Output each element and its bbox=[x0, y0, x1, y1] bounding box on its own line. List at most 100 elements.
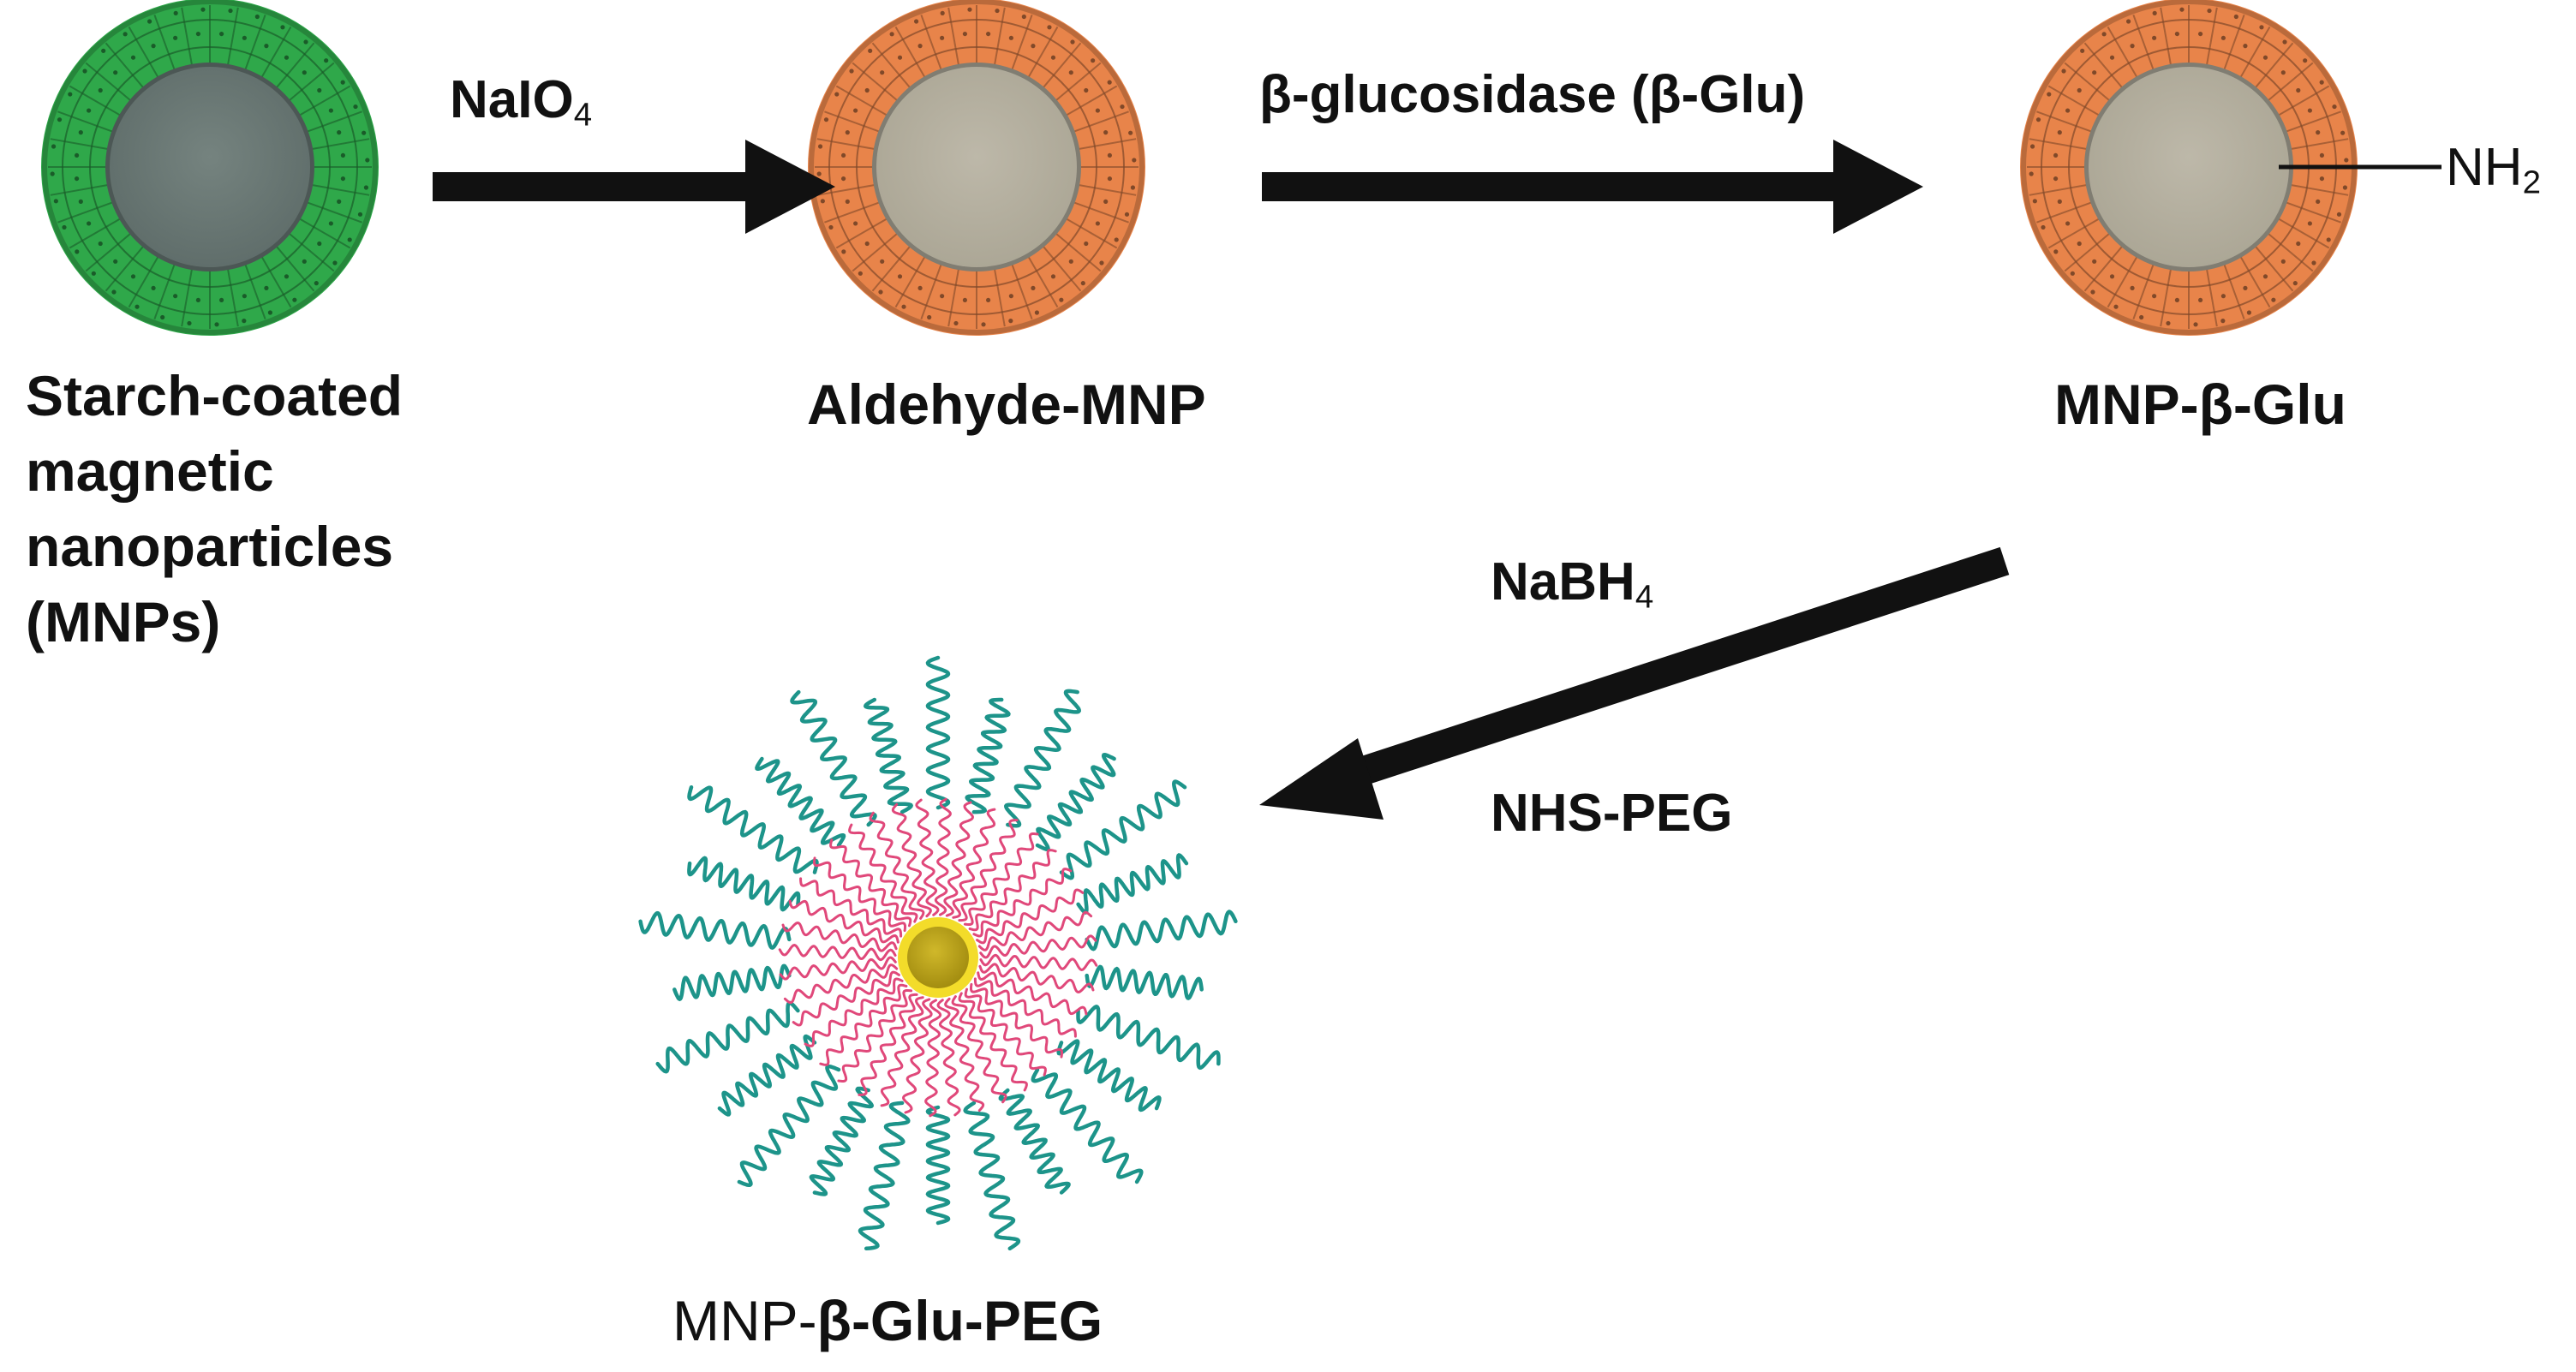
starch-mnp-label: Starch-coated magnetic nanoparticles (MN… bbox=[26, 358, 403, 659]
aldehyde-mnp-label: Aldehyde-MNP bbox=[807, 373, 1206, 436]
reagent-nhs-peg: NHS-PEG bbox=[1491, 784, 1733, 843]
peg-chain bbox=[1056, 1039, 1162, 1113]
linker-chain bbox=[977, 971, 1088, 1016]
starch-label-line-1: Starch-coated bbox=[26, 364, 403, 427]
linker-chain bbox=[779, 956, 897, 981]
peg-chain bbox=[687, 856, 801, 912]
starch-label-line-2: magnetic bbox=[26, 439, 274, 503]
linker-chain bbox=[799, 877, 903, 938]
peg-chain bbox=[655, 1000, 800, 1074]
peg-chain bbox=[1076, 853, 1189, 915]
linker-chain bbox=[936, 999, 961, 1117]
peg-core bbox=[907, 927, 969, 988]
nh2-main: NH bbox=[2446, 138, 2523, 197]
arrow-step3 bbox=[1259, 546, 2010, 820]
linker-chain bbox=[958, 992, 1028, 1092]
peg-chain bbox=[717, 1034, 817, 1117]
peg-chain bbox=[863, 697, 913, 814]
peg-label-bold: β-Glu-PEG bbox=[816, 1289, 1103, 1352]
linker-chain bbox=[848, 823, 918, 923]
linker-chain bbox=[792, 970, 900, 1027]
peg-chain bbox=[925, 655, 951, 810]
linker-chain bbox=[788, 899, 900, 944]
peg-chain bbox=[1085, 964, 1204, 1000]
linker-chain bbox=[778, 944, 897, 962]
naio4-subscript: 4 bbox=[573, 96, 593, 134]
nabh4-main: NaBH bbox=[1491, 552, 1635, 611]
linker-chain bbox=[970, 982, 1063, 1059]
peg-chain bbox=[1085, 910, 1238, 951]
peg-chain bbox=[672, 963, 792, 1002]
peg-label-prefix: MNP- bbox=[672, 1289, 817, 1352]
mnp-beta-glu-label: MNP-β-Glu bbox=[2054, 373, 2346, 436]
linker-chain bbox=[880, 996, 924, 1107]
linker-chain bbox=[837, 989, 913, 1083]
peg-chain bbox=[1031, 1067, 1144, 1184]
aldehyde-mnp bbox=[808, 0, 1145, 336]
peg-chain bbox=[755, 756, 846, 848]
peg-chain bbox=[965, 697, 1011, 814]
linker-chain bbox=[781, 922, 898, 952]
linker-chain bbox=[952, 808, 996, 919]
peg-chain bbox=[790, 689, 877, 827]
arrow-step1 bbox=[433, 140, 835, 234]
linker-chain bbox=[869, 811, 925, 920]
linker-chain bbox=[963, 832, 1039, 926]
linker-chain bbox=[979, 953, 1098, 971]
linker-chain bbox=[972, 868, 1073, 938]
core bbox=[876, 67, 1077, 267]
peg-chain bbox=[998, 1088, 1071, 1195]
reagent-beta-glucosidase: β-glucosidase (β-Glu) bbox=[1259, 65, 1806, 124]
linker-chain bbox=[951, 995, 1007, 1104]
linker-chain bbox=[783, 963, 899, 1005]
peg-chain bbox=[1076, 1005, 1221, 1071]
mnp-beta-glu-peg-label: MNP-β-Glu-PEG bbox=[672, 1283, 1103, 1358]
linker-chain bbox=[973, 977, 1077, 1038]
peg-chain bbox=[1003, 689, 1082, 828]
nh2-subscript: 2 bbox=[2522, 164, 2541, 201]
linker-chain bbox=[804, 977, 904, 1047]
linker-chain bbox=[891, 802, 932, 918]
starch-label-line-4: (MNPs) bbox=[26, 590, 221, 653]
peg-chain bbox=[638, 910, 792, 950]
peg-arms bbox=[638, 655, 1238, 1251]
linker-chain bbox=[958, 819, 1019, 922]
linker-chain bbox=[978, 963, 1095, 993]
linker-chain bbox=[819, 983, 908, 1066]
peg-chain bbox=[687, 784, 819, 874]
linker-chain bbox=[968, 849, 1057, 932]
peg-chain bbox=[963, 1101, 1021, 1251]
linker-chain bbox=[976, 888, 1085, 945]
mnp-beta-glu-peg bbox=[638, 655, 1238, 1251]
linker-chain bbox=[858, 993, 918, 1096]
linker-chain bbox=[979, 934, 1097, 959]
peg-chain bbox=[737, 1064, 841, 1188]
peg-chain bbox=[1059, 779, 1187, 880]
linker-chain bbox=[924, 999, 942, 1118]
linker-chain bbox=[964, 987, 1047, 1077]
linker-chain bbox=[813, 856, 906, 933]
peg-chain bbox=[925, 1105, 951, 1226]
core bbox=[110, 67, 310, 267]
reagent-naio4: NaIO4 bbox=[450, 70, 592, 146]
nh2-group-label: NH2 bbox=[2446, 137, 2541, 202]
mnp-beta-glu bbox=[2020, 0, 2358, 336]
linker-chain bbox=[915, 798, 940, 916]
starch-label-line-3: nanoparticles bbox=[26, 515, 394, 578]
reagent-nabh4: NaBH4 bbox=[1491, 552, 1653, 628]
peg-chain bbox=[858, 1101, 911, 1251]
arrow-step2 bbox=[1262, 140, 1923, 234]
linker-chain bbox=[829, 838, 912, 928]
core bbox=[2089, 67, 2289, 267]
linker-chain bbox=[977, 910, 1093, 951]
peg-chain bbox=[1035, 753, 1116, 851]
linker-chain bbox=[902, 998, 933, 1114]
nabh4-subscript: 4 bbox=[1635, 578, 1654, 616]
linker-chain bbox=[943, 801, 974, 917]
linker-chain bbox=[944, 997, 985, 1113]
inner-linker-chains bbox=[778, 797, 1098, 1118]
starch-coated-mnp bbox=[41, 0, 379, 336]
linker-chain bbox=[934, 797, 952, 916]
naio4-main: NaIO bbox=[450, 70, 574, 129]
